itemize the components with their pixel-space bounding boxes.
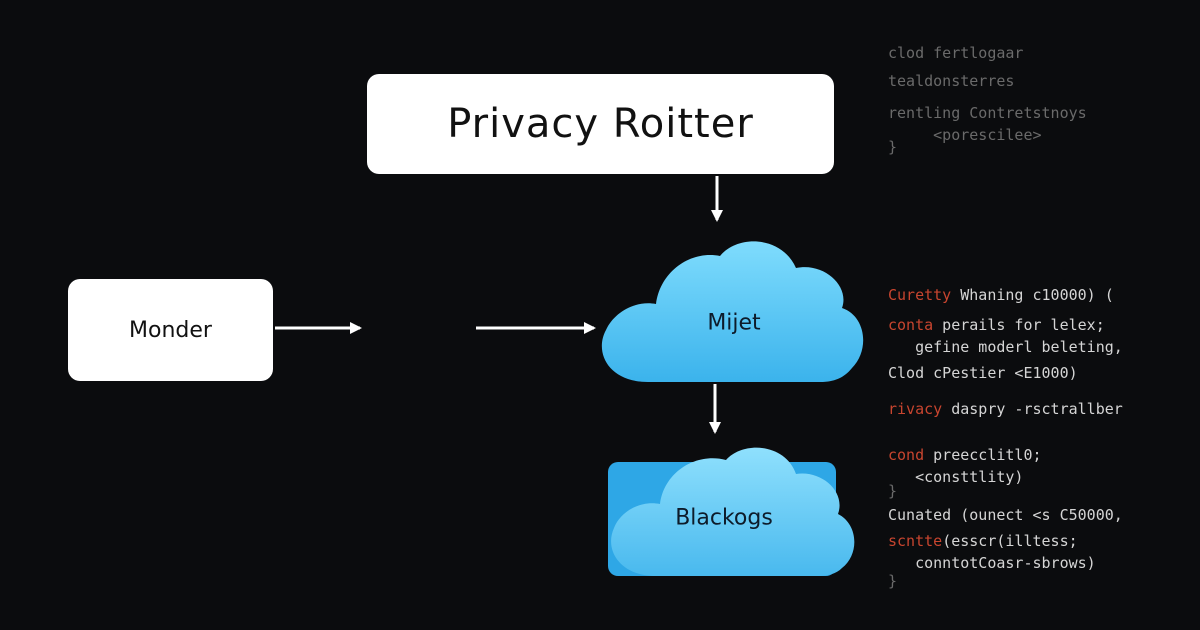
code-line: } (888, 572, 898, 590)
code-line: clod fertlogaar (888, 44, 1024, 62)
router-node: Privacy Roitter (367, 74, 834, 174)
code-line: rentling Contretstnoys (888, 104, 1087, 122)
cloud-blackogs (608, 447, 855, 576)
blackogs-node-label: Blackogs (675, 505, 773, 531)
code-line: conta perails for lelex; (888, 316, 1105, 334)
code-line: } (888, 482, 898, 500)
code-line: conntotCoasr-sbrows) (888, 554, 1096, 572)
code-panel: clod fertlogaar tealdonsterres rentling Co… (888, 0, 1188, 630)
code-line: Clod cPestier <E1000) (888, 364, 1078, 382)
monitor-node: Monder (68, 279, 273, 381)
monitor-node-label: Monder (129, 317, 212, 343)
code-line: Curetty Whaning c10000) ( (888, 286, 1114, 304)
code-line: tealdonsterres (888, 72, 1015, 90)
router-node-label: Privacy Roitter (447, 101, 754, 147)
code-line: gefine moderl beleting, (888, 338, 1123, 356)
mijet-node-label: Mijet (707, 310, 761, 336)
code-line: scntte(esscr(illtess; (888, 532, 1078, 550)
cloud-mijet (601, 241, 864, 382)
code-line: } (888, 138, 898, 156)
code-line: cond preecclitl0; (888, 446, 1042, 464)
code-line: rivacy daspry -rsctrallber (888, 400, 1123, 418)
code-line: <consttlity) (888, 468, 1024, 486)
code-line: Cunated (ounect <s C50000, (888, 506, 1123, 524)
code-line: <porescilee> (888, 126, 1042, 144)
